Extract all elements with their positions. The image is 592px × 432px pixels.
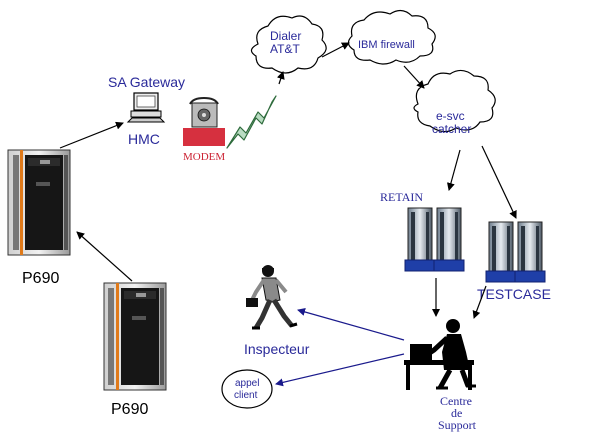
retain-label: RETAIN bbox=[380, 190, 423, 204]
arrow-dialer-to-firewall bbox=[321, 42, 350, 58]
testcase-server-tower-2 bbox=[514, 221, 546, 283]
centre-label-line1: Centre bbox=[440, 394, 472, 408]
lightning-bolt-icon bbox=[226, 95, 277, 149]
centre-label-line3: Support bbox=[438, 418, 477, 432]
dialer-label-line1: Dialer bbox=[270, 29, 301, 43]
arrow-testcase-to-support bbox=[472, 285, 487, 319]
inspecteur-label: Inspecteur bbox=[244, 341, 310, 357]
modem-box bbox=[183, 128, 225, 146]
arrow-firewall-to-esvc bbox=[403, 65, 425, 89]
esvc-label-line1: e-svc bbox=[436, 109, 465, 123]
hmc-label: HMC bbox=[128, 131, 160, 147]
arrow-support-to-appel-client bbox=[275, 353, 405, 387]
modem-label: MODEM bbox=[183, 151, 225, 163]
retain-server-tower-1 bbox=[404, 207, 436, 272]
centre-label-line2: de bbox=[451, 406, 462, 420]
telephone-icon bbox=[189, 96, 219, 128]
appel-label-line1: appel bbox=[235, 378, 259, 389]
esvc-catcher-cloud bbox=[413, 69, 496, 133]
retain-server-tower-2 bbox=[433, 207, 465, 272]
appel-client-ellipse bbox=[221, 369, 273, 409]
arrow-support-to-inspecteur bbox=[297, 308, 405, 341]
arrow-p690-to-hmc bbox=[59, 121, 124, 149]
dialer-cloud bbox=[250, 15, 327, 74]
p690-bottom-rack bbox=[103, 282, 167, 391]
p690-top-rack bbox=[7, 149, 71, 256]
dialer-label-line2: AT&T bbox=[270, 42, 300, 56]
arrow-esvc-to-retain bbox=[446, 149, 461, 191]
support-agent-icon bbox=[404, 319, 476, 390]
testcase-label: TESTCASE bbox=[477, 286, 551, 302]
arrow-esvc-to-testcase bbox=[481, 145, 517, 219]
p690-bottom-label: P690 bbox=[111, 401, 148, 418]
ibm-firewall-label: IBM firewall bbox=[358, 39, 415, 51]
arrow-modem-to-dialer bbox=[276, 71, 285, 85]
testcase-server-tower-1 bbox=[485, 221, 517, 283]
esvc-label-line2: catcher bbox=[432, 122, 471, 136]
ibm-firewall-cloud bbox=[347, 9, 436, 65]
p690-top-label: P690 bbox=[22, 270, 59, 287]
arrow-p690-bottom-to-top bbox=[76, 231, 133, 282]
computer-icon bbox=[126, 92, 166, 123]
appel-label-line2: client bbox=[234, 390, 258, 401]
business-person-icon bbox=[246, 265, 298, 330]
sa-gateway-label: SA Gateway bbox=[108, 74, 185, 90]
